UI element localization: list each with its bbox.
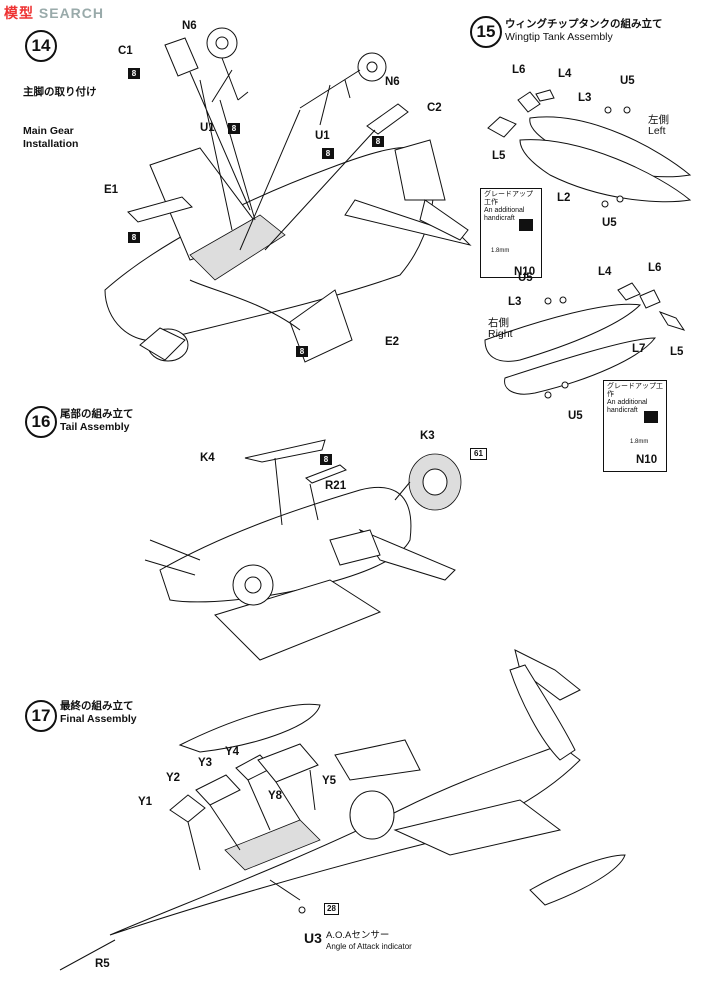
part-label-y3: Y3 [198,757,213,769]
step-14-title: 主脚の取り付け Main Gear Installation [23,86,97,150]
paint-badge-61: 61 [470,448,487,460]
part-label-y4: Y4 [225,746,240,758]
step16-drawing [144,439,462,661]
paint-badge-28: 28 [324,903,339,915]
paint-badge: 8 [128,232,140,243]
aoa-sensor-note: A.O.Aセンサー Angle of Attack indicator [326,930,412,951]
step15-drawing [484,89,692,399]
step-15-number: 15 [470,16,502,48]
part-label-n6: N6 [182,20,197,32]
paint-badge: 8 [296,346,308,357]
step-16-title: 尾部の組み立て Tail Assembly [60,408,134,433]
upgrade-callout-right: グレードアップ工作 An additional handicraft 1.8mm [603,380,667,472]
step-16-number: 16 [25,406,57,438]
part-label-l3: L3 [578,92,592,104]
part-label-e1: E1 [104,184,119,196]
part-label-r21: R21 [325,480,347,492]
part-label-c2: C2 [427,102,442,114]
step-17-title: 最終の組み立て Final Assembly [60,700,137,725]
part-label-y2: Y2 [166,772,181,784]
part-label-n10: N10 [514,266,536,278]
paint-badge: 8 [128,68,140,79]
part-label-l7: L7 [632,343,646,355]
part-label-l2: L2 [557,192,571,204]
step-15-title: ウィングチップタンクの組み立て Wingtip Tank Assembly [505,18,663,43]
step14-drawing [104,27,472,363]
part-label-l4-right: L4 [598,266,612,278]
part-label-k4: K4 [200,452,215,464]
part-label-u5-right: U5 [518,272,533,284]
part-label-u1-right: U1 [315,130,330,142]
paint-badge: 8 [322,148,334,159]
step-17-number: 17 [25,700,57,732]
step17-drawing [59,649,626,971]
part-label-u5-right-lower: U5 [568,410,583,422]
upgrade-callout: グレードアップ工作 An additional handicraft 1.8mm [480,188,542,278]
drill-icon [519,219,533,231]
left-side-label: 左側 Left [648,114,669,137]
part-label-u5-lower: U5 [602,217,617,229]
part-label-l4: L4 [558,68,572,80]
watermark-logo: 模型 SEARCH [4,5,105,21]
part-label-y1: Y1 [138,796,153,808]
right-side-label: 右側 Right [488,317,513,340]
part-label-l5: L5 [492,150,506,162]
part-label-n6-right: N6 [385,76,400,88]
paint-badge: 8 [320,454,332,465]
part-label-l6-right: L6 [648,262,662,274]
part-label-u5: U5 [620,75,635,87]
part-label-c1: C1 [118,45,133,57]
part-label-u1: U1 [200,122,215,134]
paint-badge: 8 [228,123,240,134]
paint-badge: 8 [372,136,384,147]
part-label-u3: U3 [304,930,322,946]
part-label-l5-right: L5 [670,346,684,358]
part-label-r5: R5 [95,958,110,970]
part-label-n10-right: N10 [636,454,658,466]
drill-icon [644,411,658,423]
part-label-k3: K3 [420,430,435,442]
part-label-y5: Y5 [322,775,337,787]
part-label-l6: L6 [512,64,526,76]
step-14-number: 14 [25,30,57,62]
part-label-l3-right: L3 [508,296,522,308]
part-label-e2: E2 [385,336,400,348]
part-label-y8: Y8 [268,790,283,802]
